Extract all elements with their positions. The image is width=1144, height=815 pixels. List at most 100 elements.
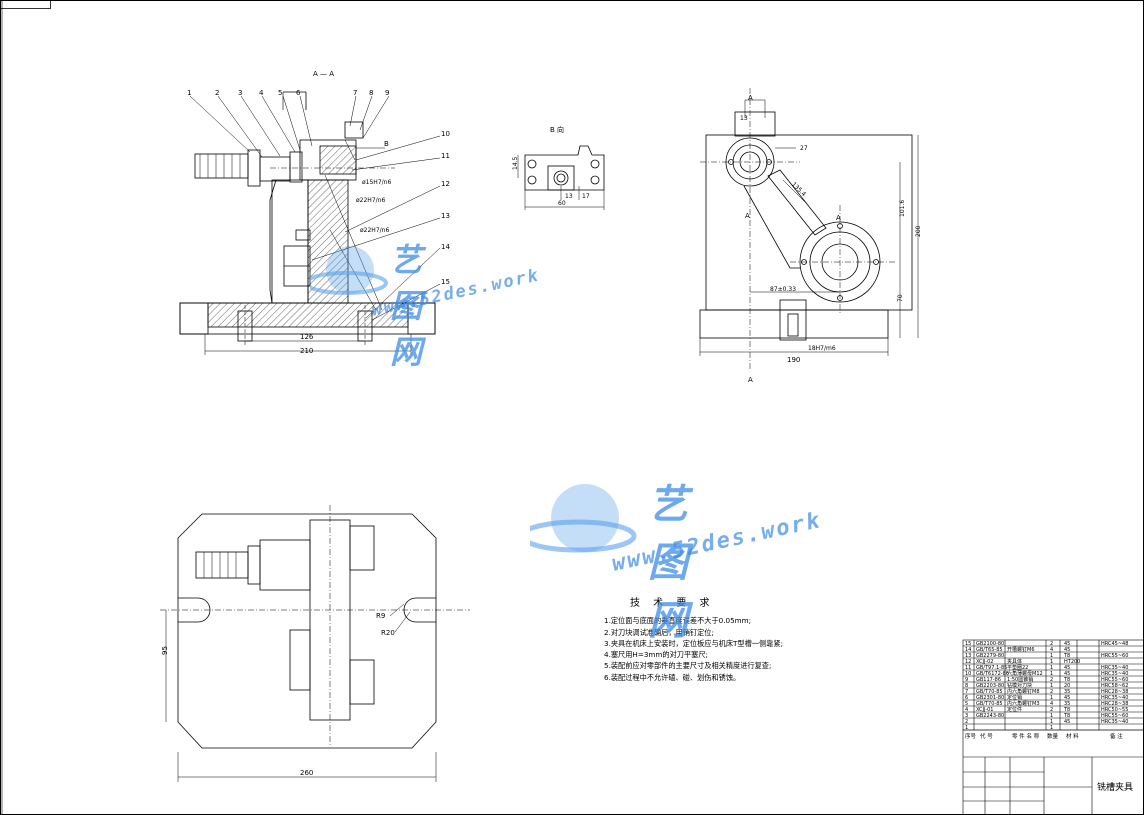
bom-cell-code: GB2243-80: [976, 713, 1004, 719]
bom-cell-qty: 1: [1050, 653, 1053, 659]
tech-item: 6.装配过程中不允许磕、碰、划伤和锈蚀。: [604, 672, 741, 682]
dim-126: 126: [300, 333, 314, 341]
plan-view: [160, 505, 470, 782]
bom-cell-no: 5: [965, 701, 968, 707]
side-body: [705, 134, 913, 311]
dim-r20: R20: [381, 629, 395, 637]
tech-item: 1.定位面与底面的垂直度误差不大于0.05mm;: [604, 616, 752, 626]
bom-cell-qty: 1: [1050, 671, 1053, 677]
bom-cell-no: 14: [965, 647, 971, 653]
bom-cell-qty: 1: [1050, 695, 1053, 701]
dim-95: 95: [161, 646, 169, 655]
dim-side-13: 13: [740, 115, 748, 122]
fit-15: ø15H7/n6: [362, 179, 391, 186]
tech-title: 技 术 要 求: [630, 598, 715, 609]
dim-60: 60: [558, 200, 566, 207]
dim-260: 260: [300, 769, 313, 777]
bom-cell-qty: 1: [1050, 725, 1053, 731]
callout-8: 8: [369, 89, 373, 97]
bom-cell-no: 12: [965, 659, 971, 665]
a-marker-left: A: [745, 212, 750, 220]
bom-cell-name: 1:50圆锥销: [1007, 676, 1033, 683]
bom-cell-mat: 35: [1064, 701, 1070, 707]
vertical-body: [307, 179, 349, 304]
bom-cell-code: GB/T6172-86: [976, 671, 1009, 677]
bom-cell-no: 7: [965, 689, 968, 695]
bom-cell-code: GB/T65-85: [976, 647, 1003, 653]
dim-27: 27: [800, 145, 808, 152]
plan-labels: 95 260 R9 R20: [161, 612, 395, 777]
bom-header-note: 备 注: [1110, 732, 1123, 740]
section-title: A — A: [313, 70, 334, 78]
side-view-labels: A A A A 13 27 135.4 101.6 200 70 87±0.33…: [740, 94, 922, 384]
bom-cell-no: 8: [965, 683, 968, 689]
bom-cell-mat: T8: [1063, 707, 1070, 713]
bom-cell-qty: 1: [1050, 713, 1053, 719]
bom-header-code: 代 号: [980, 732, 993, 740]
bom-cell-mat: 45: [1064, 665, 1070, 671]
dim-70: 70: [897, 294, 904, 302]
callout-3: 3: [238, 89, 242, 97]
callout-10: 10: [441, 130, 450, 138]
bom-cell-no: 4: [965, 707, 968, 713]
bom-cell-code: GB2203-80: [976, 683, 1004, 689]
fit-22b: ø22H7/n6: [360, 227, 389, 234]
bom-cell-mat: 35: [1064, 689, 1070, 695]
bom-cell-code: GB/T70-85: [976, 701, 1003, 707]
bom-cell-name: 六角薄螺母M12: [1007, 670, 1043, 677]
bom-cell-mat: 45: [1064, 641, 1070, 647]
callout-1: 1: [187, 89, 191, 97]
bom-header-name: 零 件 名 称: [1012, 732, 1040, 740]
dim-17: 17: [582, 193, 590, 200]
bom-cell-mat: T8: [1063, 713, 1070, 719]
bom-cell-no: 15: [965, 641, 971, 647]
bom-cell-code: GB/T70-85: [976, 689, 1003, 695]
bom-cell-mat: HT200: [1064, 659, 1080, 665]
bom-cell-qty: 2: [1050, 641, 1053, 647]
bom-cell-qty: 1: [1050, 665, 1053, 671]
bom-cell-no: 3: [965, 713, 968, 719]
bom-cell-mat: 45: [1064, 647, 1070, 653]
bom-cell-note: HRC35~40: [1101, 665, 1128, 671]
bom-header-qty: 数量: [1047, 732, 1059, 740]
tech-item: 2.对刀块调试准确后，用销钉定位;: [604, 627, 714, 637]
bom-cell-qty: 2: [1050, 677, 1053, 683]
bom-cell-no: 1: [965, 725, 968, 731]
corner-tab: [0, 0, 51, 9]
tech-item: 3.夹具在机床上安装时，定位板应与机床T型槽一侧靠紧;: [604, 638, 783, 648]
bom-cell-name: 定位销: [1007, 694, 1022, 701]
bom-cell-name: 平垫圈22: [1007, 664, 1028, 671]
drawing-name: 铣槽夹具: [1097, 781, 1133, 793]
bom-cell-mat: 45: [1064, 671, 1070, 677]
bom-cell-no: 9: [965, 677, 968, 683]
bom-cell-qty: 1: [1050, 719, 1053, 725]
bom-header-no: 序号: [965, 732, 977, 740]
tech-item: 4.塞尺用H=3mm的对刀平塞尺;: [604, 650, 708, 660]
callout-6: 6: [296, 89, 301, 97]
view-b-title: B 向: [550, 125, 564, 134]
bom-cell-mat: T8: [1063, 653, 1070, 659]
bom-cell-code: GB2301-80: [976, 695, 1004, 701]
a-marker-top: A: [748, 94, 753, 102]
bom-cell-name: 内六角螺钉M8: [1007, 688, 1040, 695]
callout-15: 15: [441, 278, 450, 286]
bom-cell-note: HRC55~60: [1101, 677, 1128, 683]
dim-13: 13: [565, 193, 573, 200]
bom-cell-code: XCJJ-01: [976, 707, 994, 713]
callout-9: 9: [385, 89, 389, 97]
bom-header-mat: 材 料: [1066, 732, 1079, 740]
bom-cell-no: 2: [965, 719, 968, 725]
bom-cell-code: XCJJ-02: [976, 659, 994, 665]
bom-cell-mat: 45: [1064, 719, 1070, 725]
dim-190: 190: [787, 356, 800, 364]
bom-cell-name: 定位件: [1007, 706, 1022, 713]
view-b: B 向: [517, 125, 605, 210]
bom-cell-note: HRC45~48: [1101, 641, 1128, 647]
bom-cell-name: 开槽螺钉M6: [1007, 646, 1035, 653]
bom-cell-note: HRC28~38: [1101, 689, 1128, 695]
bom-cell-mat: T8: [1063, 677, 1070, 683]
callout-7: 7: [353, 89, 357, 97]
bom-cell-note: HRC55~60: [1101, 653, 1128, 659]
bom-cell-qty: 2: [1050, 689, 1053, 695]
